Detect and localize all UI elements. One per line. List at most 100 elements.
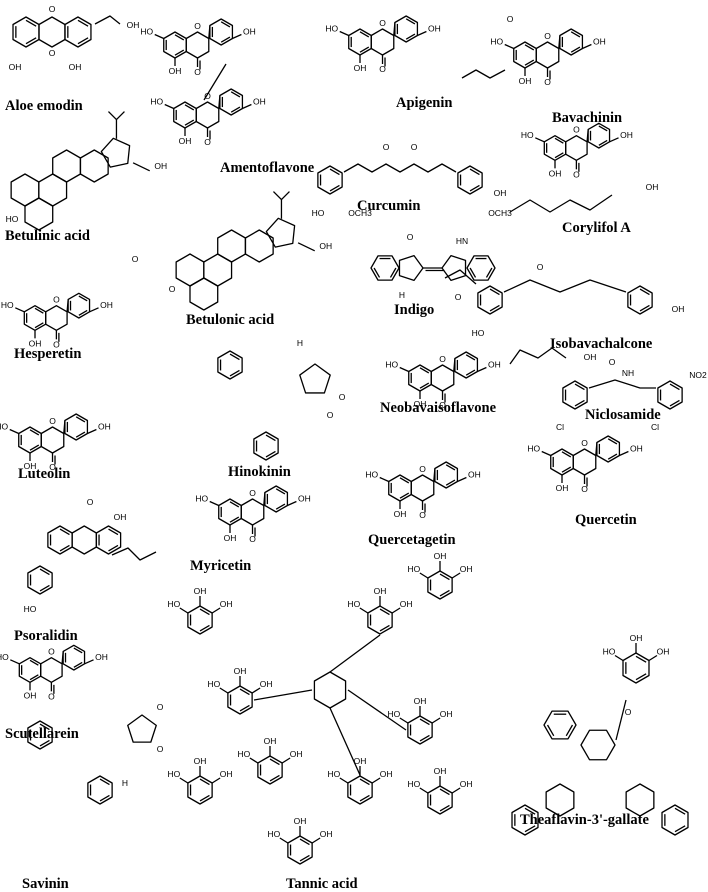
compound-name-theaflavin-3-gallate: Theaflavin-3'-gallate	[520, 812, 649, 828]
atom-label-ho: HO	[472, 328, 485, 338]
ring-bond	[313, 671, 347, 709]
ring-bond	[627, 285, 653, 315]
atom-label-o: O	[249, 488, 256, 498]
ring-bond	[187, 775, 213, 805]
atom-label-oh: OH	[298, 494, 311, 504]
ring-bond	[64, 413, 89, 441]
atom-label-ho: HO	[1, 300, 14, 310]
ring-bond	[244, 229, 274, 263]
chain-bond	[444, 269, 477, 285]
double-bond	[299, 854, 310, 862]
atom-label-oh: OH	[428, 24, 441, 34]
ring-bond	[217, 229, 247, 263]
ring-bond	[287, 835, 313, 865]
atom-label-oh: OH	[69, 62, 82, 72]
ring-bond	[45, 304, 68, 332]
double-bond	[405, 18, 416, 25]
chain-bond	[279, 837, 289, 844]
double-bond	[59, 544, 70, 552]
ring-bond	[410, 474, 435, 502]
atom-label-ho: HO	[268, 829, 281, 839]
double-bond	[465, 369, 476, 376]
atom-label-o: O	[327, 410, 334, 420]
ring-bond	[100, 137, 131, 168]
double-bond	[419, 734, 430, 742]
ring-bond	[587, 122, 611, 149]
atom-label-oh: OH	[319, 241, 332, 251]
atom-label-oh: OH	[194, 586, 207, 596]
double-bond	[379, 608, 390, 616]
atom-label-o: O	[204, 91, 211, 101]
chain-bond	[648, 654, 658, 662]
double-bond	[299, 838, 310, 846]
ring-bond	[394, 15, 419, 43]
double-bond	[199, 608, 210, 616]
ring-bond	[625, 783, 655, 817]
double-bond	[570, 31, 581, 38]
chain-bond	[339, 777, 349, 784]
chain-bond	[399, 717, 409, 724]
atom-label-o: O	[439, 400, 446, 410]
atom-label-oh: OH	[264, 736, 277, 746]
atom-label-o: O	[169, 284, 176, 294]
ring-bond	[52, 149, 82, 183]
ring-bond	[257, 755, 283, 785]
ring-bond	[477, 285, 503, 315]
ring-bond	[454, 351, 479, 379]
chain-bond	[582, 43, 592, 50]
atom-label-oh: OH	[414, 399, 427, 409]
chain-bond	[61, 651, 64, 664]
chain-bond	[399, 366, 410, 373]
double-bond	[570, 46, 581, 53]
ring-bond	[219, 88, 244, 116]
ring-bond	[657, 380, 683, 410]
chain-bond	[94, 15, 121, 25]
double-bond	[439, 804, 450, 812]
double-bond	[607, 438, 618, 445]
atom-label-ho: HO	[365, 470, 378, 480]
ring-bond	[240, 498, 265, 526]
atom-label-oh: OH	[657, 647, 670, 657]
chain-bond	[164, 103, 175, 110]
atom-label-o: O	[49, 48, 56, 58]
ring-bond	[466, 255, 496, 281]
double-bond	[230, 91, 241, 98]
double-bond	[108, 544, 119, 552]
chain-bond	[9, 428, 20, 435]
chain-bond	[263, 492, 266, 506]
atom-label-ho: HO	[521, 130, 534, 140]
double-bond	[524, 825, 536, 833]
structure-savinin: OOH	[27, 702, 164, 805]
ring-bond	[398, 254, 424, 282]
atom-label-oh: OH	[179, 136, 192, 146]
atom-label-ho: HO	[385, 360, 398, 370]
double-bond	[419, 718, 430, 726]
atom-label-ho: HO	[312, 208, 325, 218]
chain-bond	[87, 428, 97, 435]
ring-bond	[370, 28, 395, 56]
double-bond	[524, 59, 535, 66]
double-bond	[565, 724, 574, 737]
double-bond	[445, 464, 456, 471]
ring-bond	[209, 18, 234, 46]
ring-bond	[572, 448, 597, 476]
chain-bond	[535, 137, 545, 143]
double-bond	[489, 304, 500, 312]
double-bond	[25, 37, 37, 45]
double-bond	[598, 125, 608, 132]
atom-label-oh: OH	[98, 422, 111, 432]
atom-label-ho: HO	[168, 769, 181, 779]
double-bond	[419, 382, 430, 389]
atom-label-o: O	[204, 137, 211, 147]
atom-label-o: O	[87, 497, 94, 507]
ring-bond	[370, 255, 400, 281]
ring-bond	[95, 525, 122, 555]
atom-label-ho: HO	[0, 652, 9, 662]
atom-label-oh: OH	[672, 304, 685, 314]
double-bond	[77, 37, 89, 45]
ring-bond	[12, 16, 40, 48]
